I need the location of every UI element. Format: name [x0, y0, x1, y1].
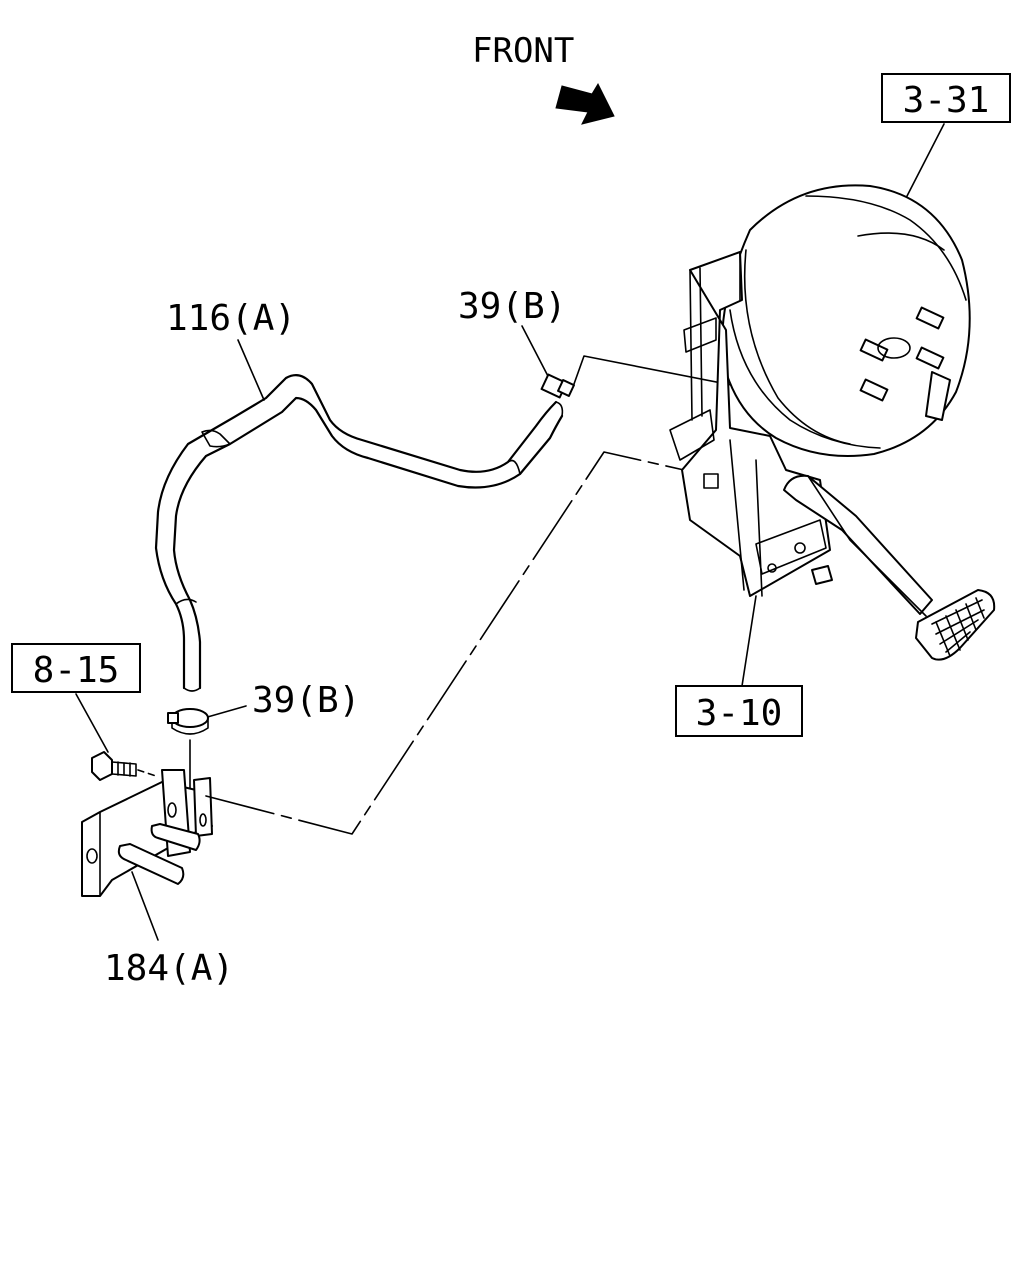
clip-lower-label: 39(B): [252, 680, 360, 721]
front-label: FRONT: [472, 31, 574, 71]
bracket-label: 184(A): [104, 948, 234, 989]
clip-upper-label: 39(B): [458, 286, 566, 327]
clip-upper[interactable]: [540, 373, 575, 399]
clip-lower[interactable]: [167, 708, 209, 735]
pedal-bracket[interactable]: [669, 251, 833, 597]
pedal-ref-box[interactable]: 3-10: [675, 685, 803, 737]
bolt-ref-label: 8-15: [33, 650, 120, 691]
pedal-ref-label: 3-10: [696, 693, 783, 734]
booster-ref-label: 3-31: [903, 80, 990, 121]
bracket[interactable]: [81, 769, 213, 897]
brake-booster[interactable]: [721, 184, 971, 457]
front-arrow-icon: [555, 82, 615, 125]
booster-studs: [859, 306, 945, 402]
bolt[interactable]: [91, 751, 137, 781]
booster-ref-box[interactable]: 3-31: [881, 73, 1011, 123]
vacuum-hose[interactable]: [154, 373, 564, 692]
pedal-pad-grid: [931, 597, 985, 657]
bolt-ref-box[interactable]: 8-15: [11, 643, 141, 693]
brake-pedal[interactable]: [783, 474, 996, 661]
hose-label: 116(A): [166, 298, 296, 339]
